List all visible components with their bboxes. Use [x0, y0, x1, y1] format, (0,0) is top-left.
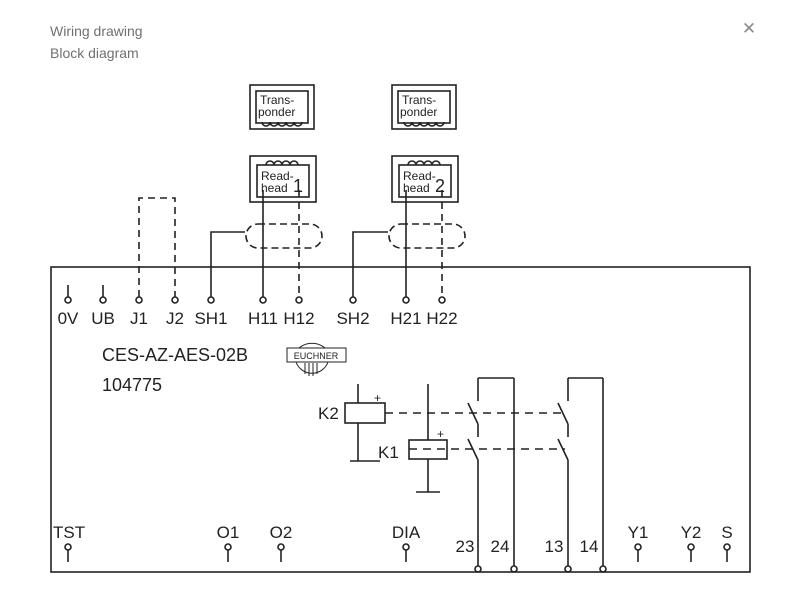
terminal-label: S	[721, 523, 732, 542]
dialog-header: Wiring drawing Block diagram	[50, 20, 143, 64]
relay-k1: + K1	[378, 384, 565, 493]
close-icon[interactable]: ✕	[741, 19, 757, 38]
article-number: 104775	[102, 375, 162, 395]
diagram-label: ponder	[400, 105, 437, 119]
diagram-label: 2	[435, 176, 445, 196]
terminal-label: H22	[426, 309, 457, 328]
cable-readhead-1	[210, 190, 323, 297]
diagram-label: Trans-	[260, 93, 294, 107]
device-enclosure	[50, 266, 751, 573]
terminal-label: 24	[491, 537, 510, 556]
diagram-label: Read-	[403, 169, 436, 183]
terminal-label: Y2	[681, 523, 702, 542]
terminal-label: SH2	[336, 309, 369, 328]
terminal-label: 0V	[58, 309, 79, 328]
terminal-label: O2	[270, 523, 293, 542]
terminal-label: DIA	[392, 523, 421, 542]
jumper-j1-j2	[138, 197, 176, 297]
terminal-label: H12	[283, 309, 314, 328]
terminal-label: H11	[248, 309, 278, 328]
relay-label: K2	[318, 404, 339, 423]
diagram-label: +	[374, 391, 381, 405]
readhead-1: Read- head 1	[249, 155, 317, 203]
contact-13-14	[557, 377, 607, 573]
diagram-label: ponder	[258, 105, 295, 119]
terminal-label: Y1	[628, 523, 649, 542]
relay-label: K1	[378, 443, 399, 462]
diagram-label: head	[261, 181, 288, 195]
diagram-label: Read-	[261, 169, 294, 183]
terminal-label: J1	[130, 309, 148, 328]
dialog-subtitle: Block diagram	[50, 45, 139, 61]
relay-k2: + K2	[318, 384, 565, 462]
terminal-label: 23	[456, 537, 475, 556]
diagram-label: EUCHNER	[294, 351, 339, 361]
euchner-logo: EUCHNER	[286, 342, 347, 376]
diagram-label: 1	[293, 176, 303, 196]
contact-23-24	[467, 377, 518, 573]
diagram-label: Trans-	[402, 93, 436, 107]
diagram-label: +	[437, 427, 444, 441]
terminal-label: 13	[545, 537, 564, 556]
dialog-title: Wiring drawing	[50, 23, 143, 39]
bottom-terminals: TST O1 O2 DIA 23 24 13 14 Y1 Y2 S	[53, 523, 733, 562]
transponder-2: Trans- ponder	[391, 84, 457, 130]
terminal-label: 14	[580, 537, 599, 556]
model-name: CES-AZ-AES-02B	[102, 345, 248, 365]
terminal-label: H21	[390, 309, 421, 328]
top-terminals: 0V UB J1 J2 SH1 H11 H12 SH2 H21 H22	[58, 285, 458, 328]
readhead-2: Read- head 2	[391, 155, 459, 203]
terminal-label: O1	[217, 523, 240, 542]
diagram-label: head	[403, 181, 430, 195]
terminal-label: SH1	[194, 309, 227, 328]
terminal-label: TST	[53, 523, 85, 542]
terminal-label: UB	[91, 309, 115, 328]
terminal-label: J2	[166, 309, 184, 328]
cable-readhead-2	[352, 190, 466, 297]
transponder-1: Trans- ponder	[249, 84, 315, 130]
